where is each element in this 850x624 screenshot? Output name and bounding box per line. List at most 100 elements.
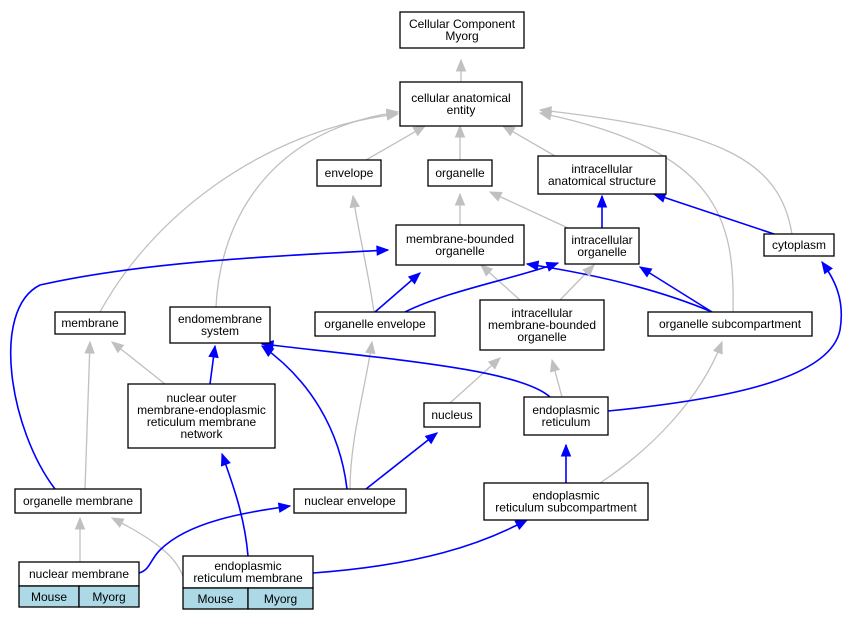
arrowhead xyxy=(455,58,467,72)
edge-nmem-to-nenv xyxy=(138,505,291,574)
arrowhead xyxy=(110,517,125,528)
edge-ermem-to-omem xyxy=(111,517,184,577)
edge-endo-to-cae xyxy=(215,111,399,308)
term-node-omem[interactable]: organelle membrane xyxy=(14,488,142,514)
term-node-nucleus[interactable]: nucleus xyxy=(423,402,481,428)
edge-ersub-to-osub xyxy=(599,341,723,484)
term-label-line: organelle membrane xyxy=(23,494,133,508)
term-label-line: nuclear outer xyxy=(166,391,236,405)
arrowhead xyxy=(821,260,833,275)
term-box xyxy=(564,227,640,265)
edge-cytoplasm-to-cae xyxy=(539,109,793,235)
term-node-nenv[interactable]: nuclear envelope xyxy=(293,488,407,514)
term-label-line: reticulum subcompartment xyxy=(495,501,637,515)
term-node-oenv[interactable]: organelle envelope xyxy=(314,311,436,337)
term-label-line: system xyxy=(201,324,239,338)
term-label-line: organelle xyxy=(577,245,627,259)
arrowhead xyxy=(712,340,723,355)
term-label-line: membrane-bounded xyxy=(406,232,514,246)
term-label-line: cytoplasm xyxy=(772,238,826,252)
term-box xyxy=(54,311,126,335)
arrowhead xyxy=(549,358,561,373)
term-box xyxy=(14,488,142,514)
edge-cytoplasm-to-ias xyxy=(653,193,781,237)
term-label-line: nuclear membrane xyxy=(29,567,129,581)
edge-nenv-to-nucleus xyxy=(365,432,438,490)
annotation-cell-label: Mouse xyxy=(197,592,233,606)
edge-nenv-to-oenv xyxy=(349,341,373,490)
arrowhead xyxy=(596,194,608,208)
term-box xyxy=(395,224,525,266)
term-label-line: endomembrane xyxy=(178,312,262,326)
arrowhead xyxy=(277,502,292,513)
arrowhead xyxy=(208,344,219,359)
term-label-line: intracellular xyxy=(571,162,632,176)
arrowhead xyxy=(74,516,86,530)
term-label-line: organelle xyxy=(435,244,485,258)
edge-omem-to-mbo xyxy=(10,249,389,490)
arrowhead xyxy=(385,108,400,119)
arrowhead xyxy=(376,245,390,256)
term-label-line: cellular anatomical xyxy=(411,91,510,105)
edge-omem-to-membrane xyxy=(84,341,91,490)
term-node-cytoplasm[interactable]: cytoplasm xyxy=(763,233,835,257)
term-label-line: Myorg xyxy=(445,29,478,43)
term-label-line: membrane xyxy=(61,316,119,330)
term-label-line: nucleus xyxy=(431,408,472,422)
arrowhead xyxy=(638,266,653,278)
term-label-line: endoplasmic xyxy=(532,489,599,503)
term-label-line: membrane-endoplasmic xyxy=(137,403,266,417)
arrowhead xyxy=(260,345,275,357)
edge-ermem-to-ersub xyxy=(312,519,528,574)
annotation-cell xyxy=(247,587,314,610)
term-node-membrane[interactable]: membrane xyxy=(54,311,126,335)
term-box xyxy=(537,155,667,195)
arrowhead xyxy=(454,192,466,206)
edge-er-to-endo xyxy=(261,343,551,398)
term-label-line: organelle xyxy=(517,330,567,344)
term-box xyxy=(314,311,436,337)
annotation-cell-label: Myorg xyxy=(264,592,297,606)
term-box xyxy=(316,159,382,187)
part-of-edges xyxy=(10,193,843,574)
arrowhead xyxy=(488,191,503,202)
arrowhead xyxy=(84,340,95,354)
term-box xyxy=(18,561,140,587)
arrowhead xyxy=(407,272,421,285)
term-label-line: network xyxy=(180,427,223,441)
arrowhead xyxy=(412,125,427,137)
arrowhead xyxy=(424,432,439,445)
arrowhead xyxy=(480,264,494,277)
term-node-organelle[interactable]: organelle xyxy=(427,159,493,187)
term-label-line: intracellular xyxy=(511,306,572,320)
term-label-line: envelope xyxy=(325,166,374,180)
edge-io-to-organelle xyxy=(489,191,569,229)
edge-osub-to-cae xyxy=(539,112,734,313)
term-label-line: organelle subcompartment xyxy=(659,317,802,331)
annotation-cell xyxy=(78,585,140,608)
arrowhead xyxy=(525,260,540,271)
term-label-line: membrane-bounded xyxy=(488,318,596,332)
term-node-nomer[interactable]: nuclear outermembrane-endoplasmicreticul… xyxy=(127,383,276,449)
term-label-line: entity xyxy=(447,103,476,117)
term-box xyxy=(169,306,271,344)
term-box xyxy=(427,159,493,187)
arrowhead xyxy=(514,519,529,530)
term-node-osub[interactable]: organelle subcompartment xyxy=(647,311,813,337)
arrowhead xyxy=(487,357,501,370)
term-node-envelope[interactable]: envelope xyxy=(316,159,382,187)
term-label-line: reticulum xyxy=(542,415,591,429)
term-box xyxy=(479,299,605,351)
term-box xyxy=(647,311,813,337)
